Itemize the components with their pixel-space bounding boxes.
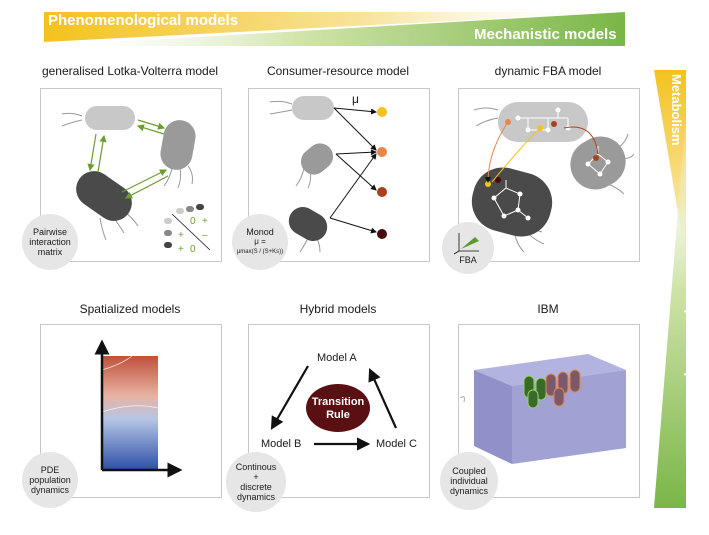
glv-title: generalised Lotka-Volterra model	[41, 64, 219, 78]
monod-badge: Monod μ = μmax(S / (S+Ks))	[232, 214, 288, 270]
pde-badge: PDE population dynamics	[22, 452, 78, 508]
spatiotemporal-label: Spatio-temporal mechanisms	[684, 300, 700, 496]
cube-top	[474, 354, 626, 386]
consumer-panel	[248, 88, 430, 262]
fba-badge: FBA	[442, 222, 494, 274]
transition-rule-node	[306, 384, 370, 432]
spatial-diagram	[94, 339, 183, 478]
mu-label: μ	[352, 92, 359, 106]
arrow-a-to-b	[270, 365, 309, 430]
bacterium-mid	[160, 120, 196, 170]
svg-text:+: +	[178, 230, 184, 241]
resource-node	[377, 229, 387, 239]
svg-text:0: 0	[190, 216, 196, 227]
top-banner	[44, 12, 625, 46]
hybrid-badge: Continous + discrete dynamics	[226, 452, 286, 512]
spatiotemporal-wedge	[654, 110, 686, 508]
bacterium-light	[498, 102, 588, 142]
mechanistic-label: Mechanistic models	[474, 26, 617, 43]
metabolism-label: Metabolism	[669, 74, 684, 146]
interaction-matrix: 0 + + – + 0	[164, 204, 211, 255]
mechanistic-wedge	[44, 12, 625, 46]
glv-diagram: 0 + + – + 0	[61, 106, 211, 255]
bacterium-dark	[288, 207, 328, 241]
bacterium-dark	[76, 171, 132, 221]
bacterium-dark	[471, 167, 553, 237]
phenomenological-wedge	[44, 12, 625, 42]
bacterium-mid	[300, 143, 334, 175]
bacterium-light	[292, 96, 334, 120]
bacterium-mid	[570, 136, 626, 190]
transition-rule-label: Transition Rule	[311, 396, 365, 421]
pde-heatmap	[102, 356, 158, 470]
glv-badge: Pairwise interaction matrix	[22, 214, 78, 270]
ibm-badge: Coupled individual dynamics	[440, 452, 498, 510]
hybrid-diagram	[270, 365, 398, 451]
spatial-title: Spatialized models	[79, 302, 181, 316]
phenomenological-label: Phenomenological models	[48, 12, 239, 29]
model-b-label: Model B	[261, 438, 302, 450]
fba-cone-icon	[453, 233, 479, 255]
svg-text:+: +	[178, 244, 184, 255]
svg-text:0: 0	[190, 244, 196, 255]
ibm-diagram	[459, 354, 626, 464]
model-a-label: Model A	[317, 352, 357, 364]
right-banner	[654, 70, 686, 508]
hybrid-title: Hybrid models	[299, 302, 377, 316]
resource-node	[377, 107, 387, 117]
bacterium-light	[85, 106, 135, 130]
dfba-title: dynamic FBA model	[494, 64, 602, 78]
arrow-c-to-a	[368, 367, 398, 429]
cube-left	[474, 370, 512, 464]
ibm-title: IBM	[537, 302, 559, 316]
resource-node	[377, 147, 387, 157]
svg-text:+: +	[202, 216, 208, 227]
svg-text:–: –	[202, 230, 208, 241]
consumer-diagram	[269, 96, 387, 253]
resource-node	[377, 187, 387, 197]
model-c-label: Model C	[376, 438, 417, 450]
dfba-diagram	[471, 102, 635, 253]
cell-cluster	[523, 369, 581, 409]
consumer-title: Consumer-resource model	[266, 64, 410, 78]
